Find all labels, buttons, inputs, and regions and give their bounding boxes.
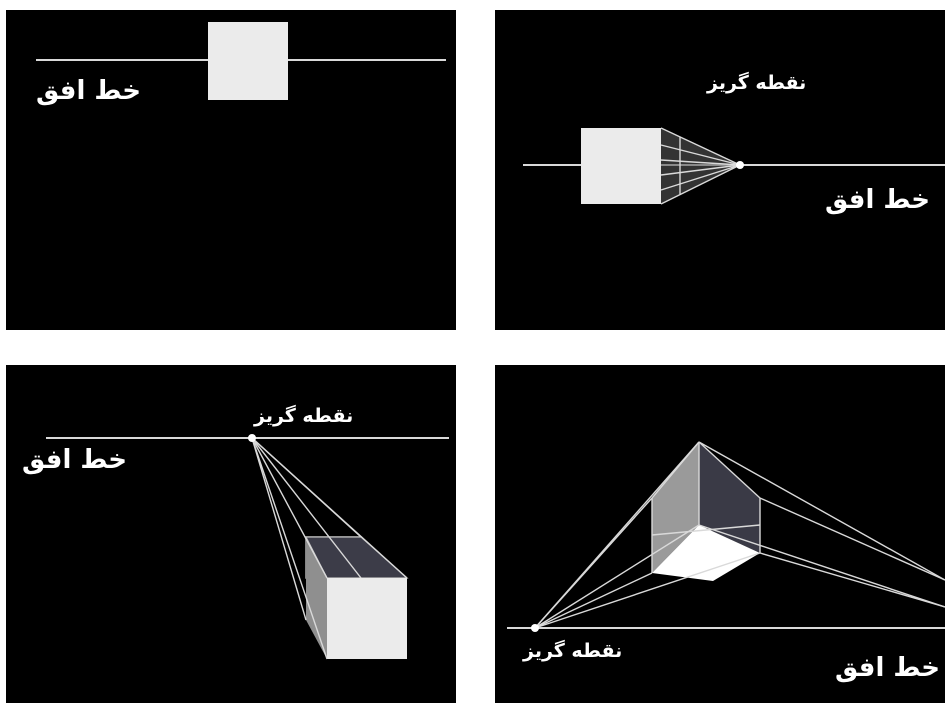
horizon-label: خط افق [835, 653, 941, 683]
convergence-lines [660, 127, 741, 205]
vanishing-point [531, 624, 539, 632]
receding-box [661, 128, 740, 204]
side-face [306, 537, 327, 659]
panel-box-below-horizon: نقطه گریز خط افق [6, 365, 456, 703]
front-face [208, 22, 288, 100]
vanishing-point-label: نقطه گریز [254, 405, 354, 427]
panel-vanishing-at-horizon: نقطه گریز خط افق [495, 10, 945, 330]
panel-2-drawing [523, 127, 945, 205]
panel-square-on-horizon: خط افق [6, 10, 456, 330]
front-face [699, 442, 760, 553]
panel-box-above-horizon: نقطه گریز خط افق [495, 365, 945, 703]
convergence-lines [534, 441, 945, 629]
horizon-label: خط افق [22, 445, 128, 475]
vanishing-point-label: نقطه گریز [523, 640, 623, 662]
convergence-lines [251, 437, 408, 660]
side-face [652, 442, 699, 573]
vanishing-point [248, 434, 256, 442]
horizon-label: خط افق [36, 76, 142, 106]
vanishing-point-label: نقطه گریز [707, 72, 807, 94]
front-face [327, 578, 407, 659]
top-face [652, 525, 760, 581]
front-face [581, 128, 661, 204]
horizon-label: خط افق [825, 185, 931, 215]
panel-3-drawing [46, 434, 449, 660]
panel-4-drawing [507, 441, 945, 632]
vanishing-point [736, 161, 744, 169]
panel-1-drawing [36, 22, 446, 100]
